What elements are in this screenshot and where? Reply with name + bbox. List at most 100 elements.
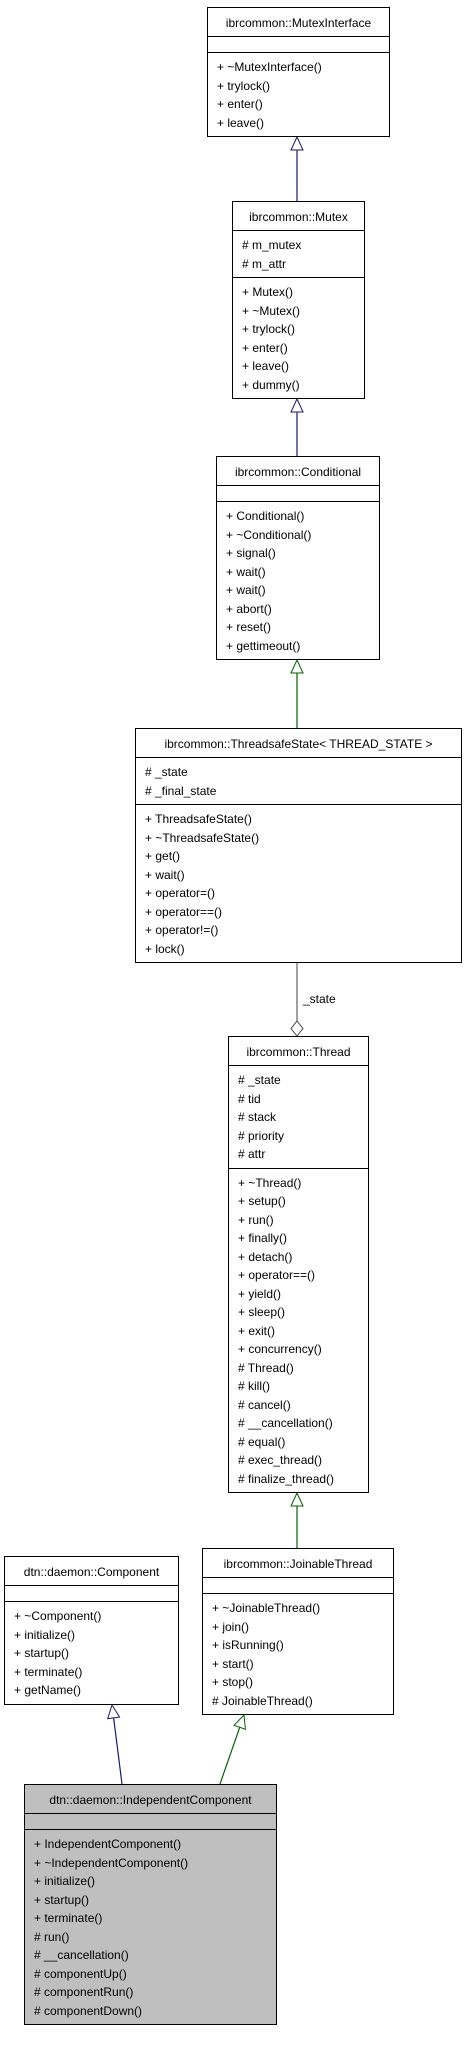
edge-independentcomponent-to-joinablethread bbox=[219, 1713, 246, 1785]
edge-thread-to-threadsafestate bbox=[290, 963, 304, 1037]
method-section: + ThreadsafeState()+ ~ThreadsafeState()+… bbox=[136, 805, 461, 962]
method-section: + ~MutexInterface()+ trylock()+ enter()+… bbox=[208, 53, 389, 136]
attribute-member: # attr bbox=[238, 1147, 266, 1161]
edge-line bbox=[219, 1727, 241, 1785]
method-member: + ~IndependentComponent() bbox=[34, 1855, 189, 1870]
inheritance-arrowhead bbox=[290, 1491, 304, 1507]
method-member: + wait() bbox=[226, 583, 266, 597]
class-name: ibrcommon::Mutex bbox=[233, 202, 364, 231]
method-member: + ~Mutex() bbox=[242, 303, 301, 318]
method-section: + IndependentComponent()+ ~IndependentCo… bbox=[25, 1830, 276, 2024]
class-box-conditional[interactable]: ibrcommon::Conditional + Conditional()+ … bbox=[216, 456, 380, 660]
method-member: + terminate() bbox=[14, 1664, 83, 1679]
method-member: + run() bbox=[238, 1212, 274, 1227]
class-box-component[interactable]: dtn::daemon::Component + ~Component()+ i… bbox=[4, 1556, 179, 1705]
method-member: + trylock() bbox=[217, 78, 271, 93]
method-member: # cancel() bbox=[238, 1397, 291, 1412]
method-member: + finally() bbox=[238, 1231, 288, 1245]
class-name: dtn::daemon::IndependentComponent bbox=[25, 1785, 276, 1814]
attribute-section: # _state # _final_state bbox=[136, 758, 461, 805]
method-member: # finalize_thread() bbox=[238, 1471, 335, 1486]
method-member: + wait() bbox=[226, 564, 266, 579]
method-member: # componentUp() bbox=[34, 1966, 127, 1981]
method-member: # run() bbox=[34, 1929, 70, 1944]
method-member: + abort() bbox=[226, 601, 272, 616]
method-member: + lock() bbox=[145, 941, 185, 956]
class-box-thread[interactable]: ibrcommon::Thread # _state# tid# stack# … bbox=[228, 1036, 369, 1493]
attribute-section bbox=[217, 486, 379, 502]
class-box-mutex[interactable]: ibrcommon::Mutex # m_mutex# m_attr + Mut… bbox=[232, 201, 365, 399]
method-member: + startup() bbox=[14, 1646, 70, 1660]
method-member: # __cancellation() bbox=[238, 1416, 333, 1430]
method-member: + enter() bbox=[242, 340, 288, 355]
method-member: + ~ThreadsafeState() bbox=[145, 830, 260, 845]
method-member: + join() bbox=[212, 1619, 250, 1634]
method-member: # componentRun() bbox=[34, 1985, 134, 1999]
method-member: + startup() bbox=[34, 1892, 90, 1907]
method-member: + operator!=() bbox=[145, 923, 219, 937]
method-member: + wait() bbox=[145, 867, 185, 882]
class-name: ibrcommon::ThreadsafeState< THREAD_STATE… bbox=[136, 729, 461, 758]
inheritance-arrowhead bbox=[290, 658, 304, 674]
method-section: + Mutex()+ ~Mutex()+ trylock()+ enter()+… bbox=[233, 278, 364, 398]
inheritance-arrowhead bbox=[290, 397, 304, 413]
attribute-section bbox=[25, 1814, 276, 1830]
method-member: # kill() bbox=[238, 1379, 270, 1393]
method-member: + ~MutexInterface() bbox=[217, 60, 322, 74]
attribute-section: # m_mutex # m_attr bbox=[233, 231, 364, 278]
method-member: + reset() bbox=[226, 620, 272, 634]
attribute-member: # tid bbox=[238, 1091, 261, 1106]
edge-line bbox=[113, 1717, 123, 1785]
class-box-mutexinterface[interactable]: ibrcommon::MutexInterface + ~MutexInterf… bbox=[207, 7, 390, 137]
method-member: + getName() bbox=[14, 1683, 82, 1697]
method-section: + ~Component()+ initialize()+ startup()+… bbox=[5, 1602, 178, 1704]
method-member: + leave() bbox=[242, 359, 290, 373]
method-member: + enter() bbox=[217, 97, 263, 111]
class-box-threadsafestate[interactable]: ibrcommon::ThreadsafeState< THREAD_STATE… bbox=[135, 728, 462, 963]
method-section: + Conditional()+ ~Conditional()+ signal(… bbox=[217, 502, 379, 659]
method-member: + setup() bbox=[238, 1194, 286, 1208]
edge-threadsafestate-to-conditional bbox=[290, 658, 304, 728]
method-section: + ~Thread() + setup() + run() + finally() + … bbox=[229, 1169, 368, 1493]
class-box-independentcomponent[interactable]: dtn::daemon::IndependentComponent + Inde… bbox=[24, 1784, 277, 2025]
attribute-member: # m_mutex bbox=[242, 238, 302, 252]
class-name: ibrcommon::MutexInterface bbox=[208, 8, 389, 37]
attribute-member: # priority bbox=[238, 1128, 285, 1143]
method-member: + trylock() bbox=[242, 322, 296, 336]
method-member: + detach() bbox=[238, 1249, 293, 1264]
attribute-member: # _state bbox=[238, 1073, 281, 1087]
inheritance-arrowhead bbox=[106, 1703, 121, 1720]
method-member: + get() bbox=[145, 849, 181, 863]
method-member: + signal() bbox=[226, 546, 276, 560]
method-member: + gettimeout() bbox=[226, 638, 301, 653]
method-member: + ~JoinableThread() bbox=[212, 1601, 321, 1615]
class-name: ibrcommon::JoinableThread bbox=[203, 1549, 393, 1578]
inheritance-arrowhead bbox=[290, 135, 304, 151]
edge-joinablethread-to-thread bbox=[290, 1491, 304, 1548]
aggregation-label: _state bbox=[303, 992, 336, 1006]
edge-conditional-to-mutex bbox=[290, 397, 304, 456]
method-member: + operator=() bbox=[145, 886, 216, 900]
method-member: + stop() bbox=[212, 1675, 254, 1689]
edge-mutex-to-mutexinterface bbox=[290, 135, 304, 201]
method-member: + ~Thread() bbox=[238, 1175, 302, 1190]
class-box-joinablethread[interactable]: ibrcommon::JoinableThread + ~JoinableThr… bbox=[202, 1548, 394, 1715]
aggregation-diamond bbox=[290, 1020, 304, 1037]
attribute-member: # _final_state bbox=[145, 783, 217, 798]
method-member: # equal() bbox=[238, 1434, 286, 1449]
class-name: ibrcommon::Conditional bbox=[217, 457, 379, 486]
method-member: + sleep() bbox=[238, 1305, 286, 1319]
method-section: + ~JoinableThread() + join() + isRunning()… bbox=[203, 1594, 393, 1714]
method-member: + concurrency() bbox=[238, 1342, 322, 1356]
method-member: # exec_thread() bbox=[238, 1453, 323, 1467]
method-member: + isRunning() bbox=[212, 1638, 284, 1652]
inheritance-arrowhead bbox=[233, 1713, 246, 1730]
attribute-member: # m_attr bbox=[242, 256, 287, 271]
method-member: + Conditional() bbox=[226, 509, 305, 523]
method-member: + ~Component() bbox=[14, 1609, 102, 1623]
method-member: + exit() bbox=[238, 1323, 276, 1338]
class-name: ibrcommon::Thread bbox=[229, 1037, 368, 1066]
method-member: # JoinableThread() bbox=[212, 1693, 313, 1708]
attribute-member: # _state bbox=[145, 765, 188, 779]
